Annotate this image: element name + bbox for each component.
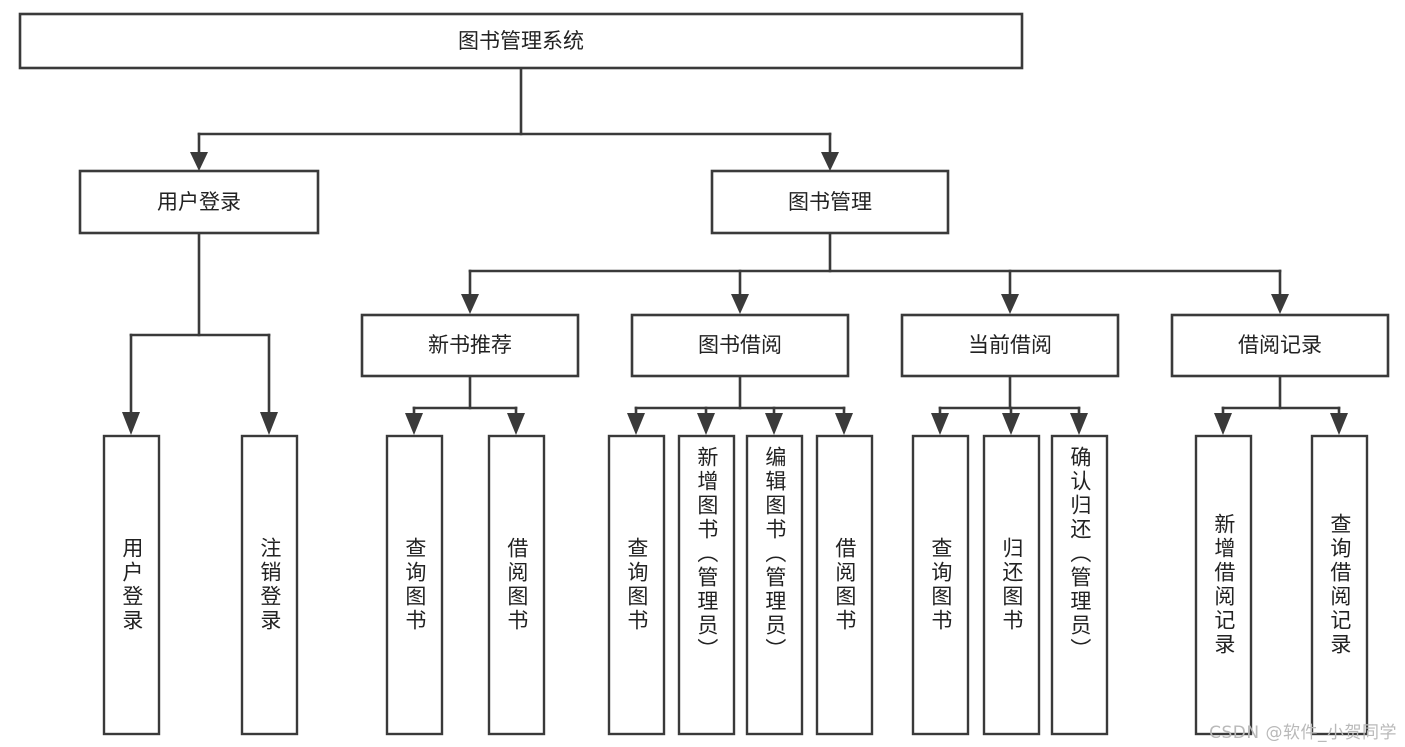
leaf-query-book-3-box[interactable] [911, 434, 970, 736]
leaf-user-login-box[interactable] [102, 434, 161, 736]
leaf-borrow-book-2-box[interactable] [815, 434, 874, 736]
arrow-head-leaf-confirm-return [1070, 413, 1088, 435]
arrow-head-leaf-borrow-book-1 [507, 413, 525, 435]
node-current-borrow-box[interactable] [900, 313, 1120, 378]
node-new-book-recommend-label: 新书推荐 [428, 333, 512, 357]
leaf-return-book-box[interactable] [982, 434, 1041, 736]
node-book-borrow-label: 图书借阅 [698, 333, 782, 357]
arrow-head-leaf-logout [260, 412, 278, 435]
arrow-head-book-borrow [731, 294, 749, 314]
arrow-head-leaf-add-book [697, 413, 715, 435]
leaf-borrow-book-1-box[interactable] [487, 434, 546, 736]
arrow-head-leaf-edit-book [765, 413, 783, 435]
arrow-head-leaf-add-record [1214, 413, 1232, 435]
arrow-head-book-manage [821, 152, 839, 171]
arrow-head-leaf-return-book [1002, 413, 1020, 435]
node-user-login-box[interactable] [78, 169, 320, 235]
arrow-head-leaf-query-book-2 [627, 413, 645, 435]
arrow-head-new-book-recommend [461, 294, 479, 314]
arrow-head-leaf-query-book-3 [931, 413, 949, 435]
arrow-head-current-borrow [1001, 294, 1019, 314]
leaf-logout-box[interactable] [240, 434, 299, 736]
arrow-head-leaf-query-book-1 [405, 413, 423, 435]
connector-layer [122, 66, 1348, 435]
node-user-login-label: 用户登录 [157, 190, 241, 214]
node-book-manage-box[interactable] [710, 169, 950, 235]
node-book-borrow-box[interactable] [630, 313, 850, 378]
leaf-edit-book-box[interactable] [745, 434, 804, 736]
node-current-borrow-label: 当前借阅 [968, 333, 1052, 357]
leaf-query-book-2-box[interactable] [607, 434, 666, 736]
node-layer: 图书管理系统 用户登录 图书管理 新书推荐 图书借阅 当前借阅 借阅记录 [18, 12, 1390, 736]
node-borrow-record-label: 借阅记录 [1238, 333, 1322, 357]
arrow-head-leaf-query-record [1330, 413, 1348, 435]
arrow-head-borrow-record [1271, 294, 1289, 314]
leaf-query-record-box[interactable] [1310, 434, 1369, 736]
leaf-query-book-1-box[interactable] [385, 434, 444, 736]
leaf-confirm-return-box[interactable] [1050, 434, 1109, 736]
leaf-add-record-box[interactable] [1194, 434, 1253, 736]
node-book-manage-label: 图书管理 [788, 190, 872, 214]
node-root-label: 图书管理系统 [458, 29, 584, 53]
node-new-book-recommend-box[interactable] [360, 313, 580, 378]
arrow-head-leaf-user-login [122, 412, 140, 435]
node-borrow-record-box[interactable] [1170, 313, 1390, 378]
arrow-head-leaf-borrow-book-2 [835, 413, 853, 435]
csdn-watermark: CSDN @软件_小贺同学 [1209, 723, 1397, 743]
arrow-head-user-login [190, 152, 208, 171]
leaf-add-book-box[interactable] [677, 434, 736, 736]
node-root-box[interactable] [18, 12, 1024, 70]
